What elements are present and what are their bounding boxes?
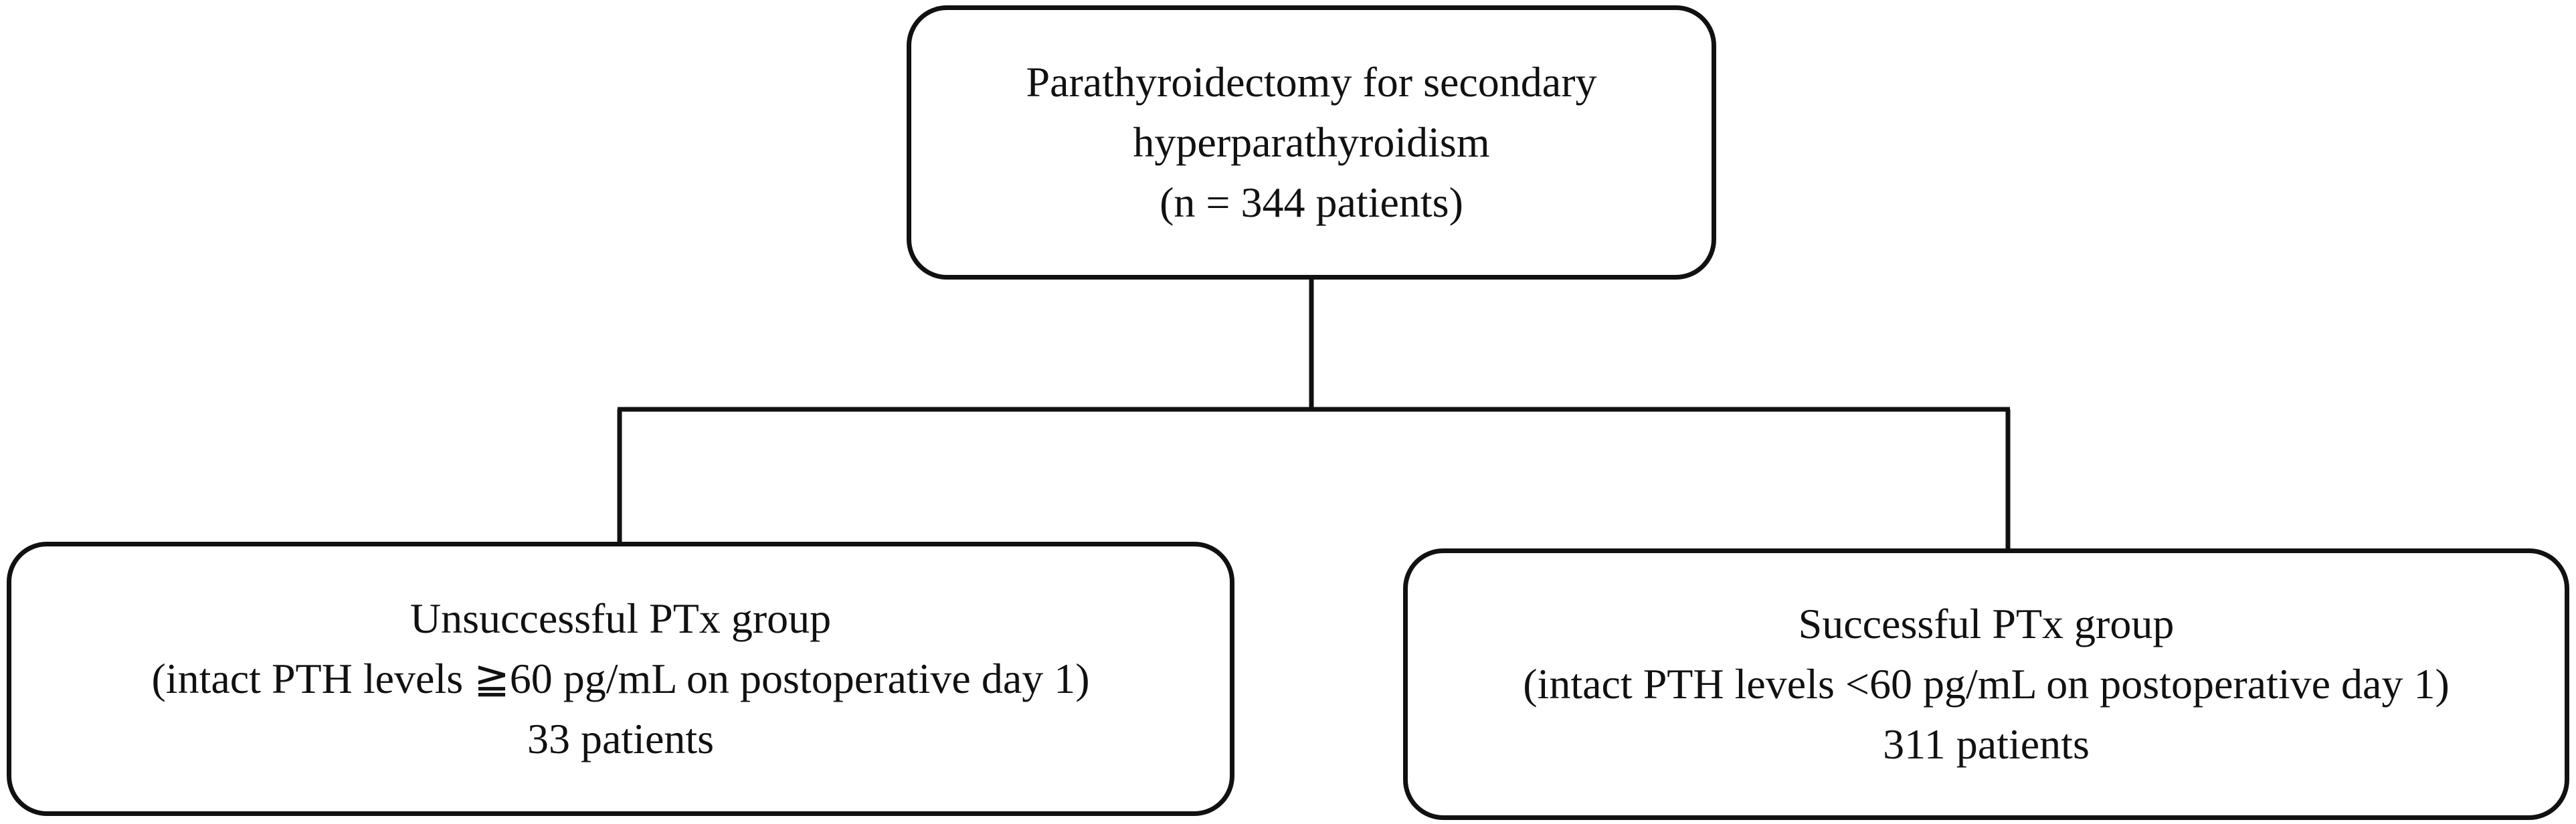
successful-node-line: 311 patients	[1883, 720, 2090, 768]
root-node-parathyroidectomy: Parathyroidectomy for secondary hyperpar…	[907, 5, 1716, 280]
root-node-line: Parathyroidectomy for secondary	[1026, 58, 1597, 106]
unsuccessful-node-line: Unsuccessful PTx group	[409, 595, 832, 642]
successful-node-line: (intact PTH levels <60 pg/mL on postoper…	[1523, 660, 2450, 708]
unsuccessful-node-line: (intact PTH levels ≧60 pg/mL on postoper…	[151, 655, 1090, 702]
root-node-line: (n = 344 patients)	[1160, 179, 1463, 226]
unsuccessful-node-line: 33 patients	[527, 715, 715, 762]
root-node-line: hyperparathyroidism	[1133, 118, 1490, 166]
child-node-successful-ptx: Successful PTx group (intact PTH levels …	[1403, 548, 2569, 820]
child-node-unsuccessful-ptx: Unsuccessful PTx group (intact PTH level…	[7, 542, 1234, 816]
successful-node-line: Successful PTx group	[1798, 600, 2175, 647]
